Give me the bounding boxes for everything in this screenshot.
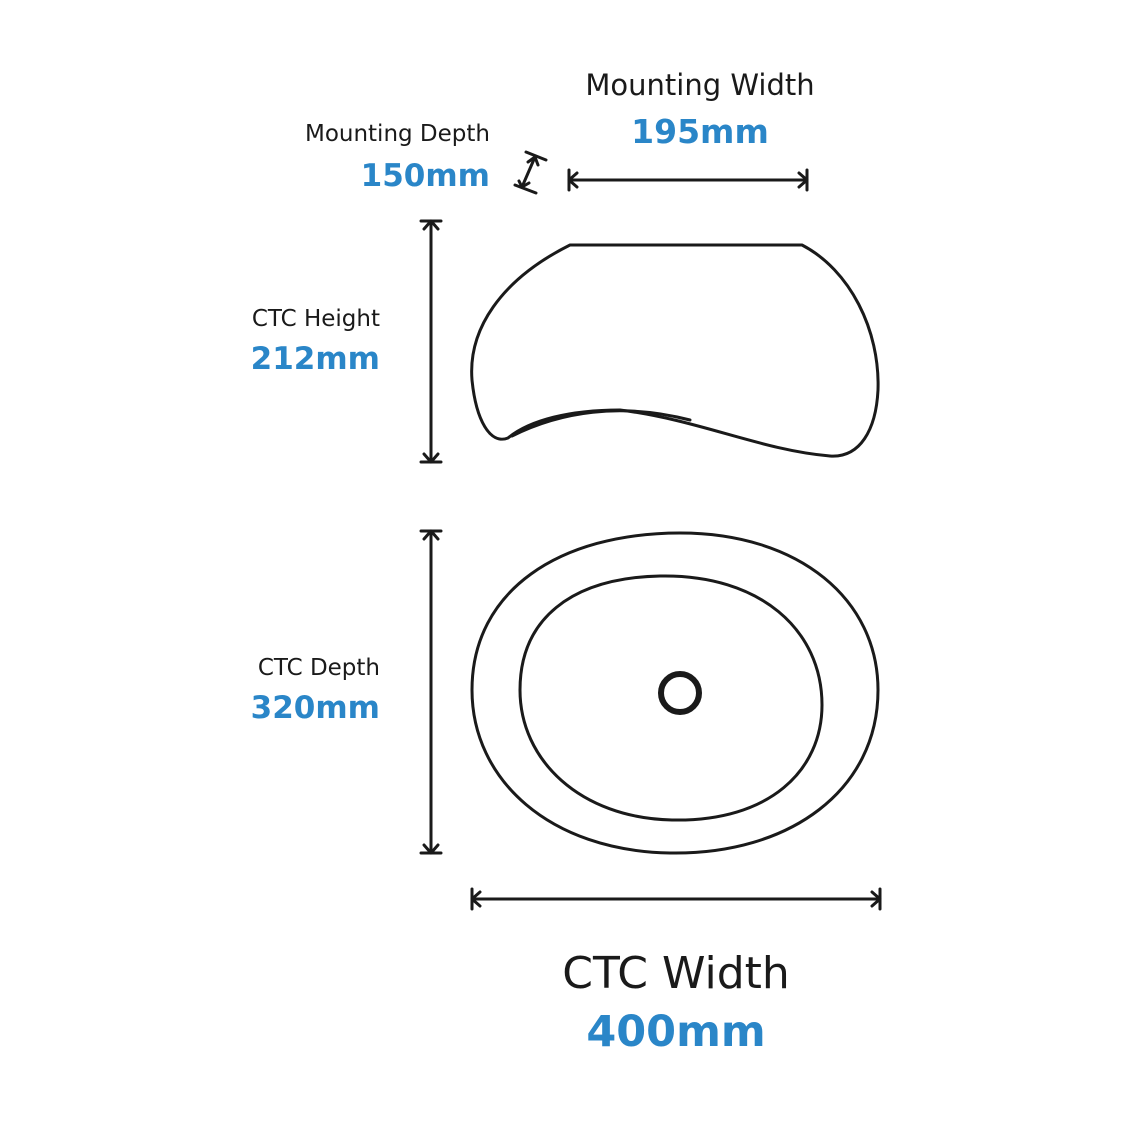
basin-top-view (470, 531, 880, 855)
ctc-width-label: CTC Width (562, 948, 790, 999)
mounting-depth-label: Mounting Depth (304, 121, 490, 147)
mounting-width-value: 195mm (631, 112, 769, 151)
mounting-depth-value: 150mm (360, 158, 490, 194)
mounting-width-arrow (567, 168, 809, 192)
ctc-depth-label: CTC Depth (257, 655, 380, 681)
mounting-width-label: Mounting Width (585, 68, 815, 102)
ctc-height-arrow (419, 219, 443, 464)
ctc-width-arrow (470, 887, 882, 911)
ctc-depth-arrow (419, 529, 443, 855)
ctc-height-value: 212mm (250, 341, 380, 377)
drain-hole-icon (658, 671, 702, 715)
ctc-width-value: 400mm (586, 1007, 766, 1057)
mounting-depth-arrow (513, 150, 548, 195)
ctc-height-label: CTC Height (251, 306, 380, 332)
basin-side-view (470, 243, 880, 458)
ctc-depth-value: 320mm (250, 690, 380, 726)
